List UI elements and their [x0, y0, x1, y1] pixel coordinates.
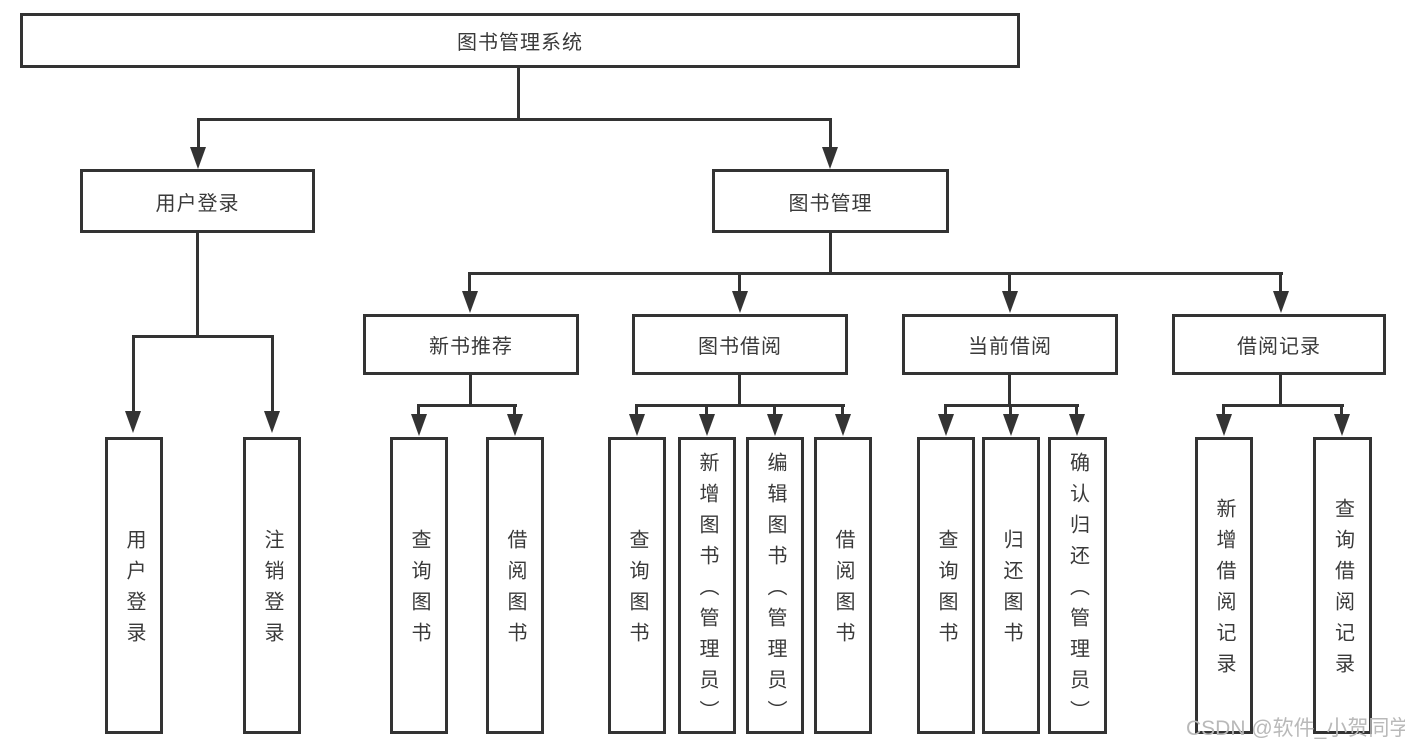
connector-root-branch [197, 118, 832, 121]
connector-borrow-records-branch [1222, 404, 1344, 407]
leaf-borrow-books-recommend: 借阅图书 [486, 437, 544, 734]
connector-user-login-stem [196, 233, 199, 335]
leaf-label: 注销登录 [261, 529, 283, 653]
arrow-down-icon [462, 291, 478, 313]
leaf-label: 归还图书 [1000, 529, 1022, 653]
connector-stub-borrow-records [1279, 272, 1282, 293]
connector-user-login-branch [132, 335, 274, 338]
leaf-confirm-return-admin: 确认归还（管理员） [1048, 437, 1107, 734]
node-new-book-recommendation: 新书推荐 [363, 314, 579, 375]
connector-book-borrow-stem [738, 375, 741, 404]
node-label: 用户登录 [155, 192, 240, 215]
csdn-watermark: CSDN @软件_小贺同学 [1186, 717, 1405, 740]
arrow-down-icon [767, 414, 783, 436]
leaf-add-books-admin: 新增图书（管理员） [678, 437, 736, 734]
connector-new-book-stem [469, 375, 472, 404]
leaf-query-books-recommend: 查询图书 [390, 437, 448, 734]
leaf-borrow-books: 借阅图书 [814, 437, 872, 734]
arrow-down-icon [822, 147, 838, 169]
arrow-down-icon [125, 411, 141, 433]
leaf-label: 查询借阅记录 [1331, 498, 1354, 684]
arrow-down-icon [190, 147, 206, 169]
arrow-down-icon [1003, 414, 1019, 436]
arrow-down-icon [507, 414, 523, 436]
connector-stub-leaf [841, 404, 844, 415]
arrow-down-icon [1002, 291, 1018, 313]
leaf-label: 查询图书 [626, 529, 648, 653]
leaf-query-books-current: 查询图书 [917, 437, 975, 734]
leaf-label: 新增图书（管理员） [696, 451, 718, 731]
connector-stub-leaf [1075, 404, 1078, 415]
leaf-query-books-borrow: 查询图书 [608, 437, 666, 734]
connector-stub-leaf [773, 404, 776, 415]
leaf-label: 新增借阅记录 [1213, 498, 1235, 684]
node-book-borrowing: 图书借阅 [632, 314, 848, 375]
arrow-down-icon [629, 414, 645, 436]
leaf-label: 查询图书 [408, 529, 430, 653]
arrow-down-icon [264, 411, 280, 433]
connector-book-management-branch [469, 272, 1283, 275]
connector-stub-leaf [705, 404, 708, 415]
node-user-login: 用户登录 [80, 169, 315, 233]
node-label: 图书管理系统 [457, 32, 583, 54]
connector-root-stem [517, 68, 520, 118]
connector-stub-leaf [1009, 404, 1012, 415]
leaf-add-borrow-record: 新增借阅记录 [1195, 437, 1253, 734]
connector-stub-book-management [829, 118, 832, 149]
node-current-borrowing: 当前借阅 [902, 314, 1118, 375]
leaf-label: 借阅图书 [504, 529, 526, 653]
leaf-return-books: 归还图书 [982, 437, 1040, 734]
connector-stub-leaf [1340, 404, 1343, 415]
connector-stub-leaf [635, 404, 638, 415]
connector-book-borrow-branch [635, 404, 845, 407]
node-borrowing-records: 借阅记录 [1172, 314, 1386, 375]
node-library-management-system: 图书管理系统 [20, 13, 1020, 68]
connector-current-borrow-stem [1008, 375, 1011, 404]
leaf-user-login: 用户登录 [105, 437, 163, 734]
leaf-label: 查询图书 [935, 529, 957, 653]
connector-book-management-stem [829, 233, 832, 272]
connector-borrow-records-stem [1279, 375, 1282, 404]
arrow-down-icon [1334, 414, 1350, 436]
leaf-label: 借阅图书 [832, 529, 854, 653]
connector-stub-user-login [197, 118, 200, 149]
leaf-label: 编辑图书（管理员） [764, 451, 786, 731]
connector-stub-leaf [513, 404, 516, 415]
connector-stub-leaf [271, 335, 274, 412]
connector-stub-leaf [944, 404, 947, 415]
arrow-down-icon [699, 414, 715, 436]
connector-stub-leaf [417, 404, 420, 415]
arrow-down-icon [1216, 414, 1232, 436]
connector-stub-current-borrow [1008, 272, 1011, 293]
connector-stub-new-book [468, 272, 471, 293]
arrow-down-icon [411, 414, 427, 436]
leaf-query-borrow-record: 查询借阅记录 [1313, 437, 1372, 734]
connector-stub-leaf [132, 335, 135, 412]
leaf-logout: 注销登录 [243, 437, 301, 734]
arrow-down-icon [1273, 291, 1289, 313]
connector-stub-leaf [1222, 404, 1225, 415]
connector-stub-book-borrow [738, 272, 741, 293]
leaf-label: 确认归还（管理员） [1066, 451, 1089, 731]
arrow-down-icon [835, 414, 851, 436]
leaf-label: 用户登录 [123, 529, 145, 653]
arrow-down-icon [732, 291, 748, 313]
arrow-down-icon [938, 414, 954, 436]
node-book-management: 图书管理 [712, 169, 949, 233]
arrow-down-icon [1069, 414, 1085, 436]
node-label: 借阅记录 [1237, 336, 1321, 358]
node-label: 图书借阅 [698, 336, 782, 358]
node-label: 当前借阅 [968, 336, 1052, 358]
leaf-edit-books-admin: 编辑图书（管理员） [746, 437, 804, 734]
node-label: 新书推荐 [429, 336, 513, 358]
node-label: 图书管理 [788, 192, 873, 215]
connector-new-book-branch [417, 404, 517, 407]
